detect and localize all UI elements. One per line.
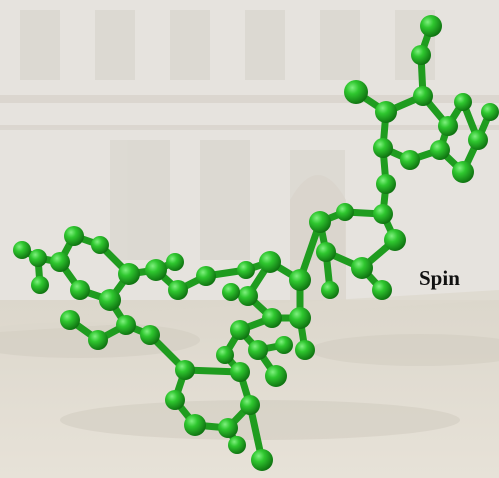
atom (50, 252, 70, 272)
atom (372, 280, 392, 300)
atom (196, 266, 216, 286)
atom (420, 15, 442, 37)
atom (70, 280, 90, 300)
atom (165, 390, 185, 410)
caption-text: Spin (419, 266, 460, 290)
atom (275, 336, 293, 354)
atom (295, 340, 315, 360)
atom (430, 140, 450, 160)
atom (454, 93, 472, 111)
atom (289, 269, 311, 291)
atom (259, 251, 281, 273)
atom (29, 249, 47, 267)
atom (316, 242, 336, 262)
atom (373, 138, 393, 158)
atom (248, 340, 268, 360)
atom (91, 236, 109, 254)
atom (376, 174, 396, 194)
atom (400, 150, 420, 170)
atom (237, 261, 255, 279)
atom (228, 436, 246, 454)
atom (88, 330, 108, 350)
atom (384, 229, 406, 251)
atom (373, 204, 393, 224)
atom (452, 161, 474, 183)
atom (309, 211, 331, 233)
atom (60, 310, 80, 330)
atom (230, 320, 250, 340)
atom (413, 86, 433, 106)
atom (230, 362, 250, 382)
atom (145, 259, 167, 281)
atom (140, 325, 160, 345)
atom (240, 395, 260, 415)
atom (251, 449, 273, 471)
atom (438, 116, 458, 136)
atom (168, 280, 188, 300)
atom (218, 418, 238, 438)
atom (64, 226, 84, 246)
atom (375, 101, 397, 123)
atom (166, 253, 184, 271)
atom (262, 308, 282, 328)
atom (344, 80, 368, 104)
atom (13, 241, 31, 259)
atom (481, 103, 499, 121)
atom (184, 414, 206, 436)
atom (238, 286, 258, 306)
atom (336, 203, 354, 221)
atom (99, 289, 121, 311)
atom (31, 276, 49, 294)
atom (321, 281, 339, 299)
atom (175, 360, 195, 380)
atom (289, 307, 311, 329)
atom (468, 130, 488, 150)
atom (411, 45, 431, 65)
atoms (13, 15, 499, 471)
atom (216, 346, 234, 364)
atom (351, 257, 373, 279)
atom (265, 365, 287, 387)
atom (118, 263, 140, 285)
atom (222, 283, 240, 301)
atom (116, 315, 136, 335)
